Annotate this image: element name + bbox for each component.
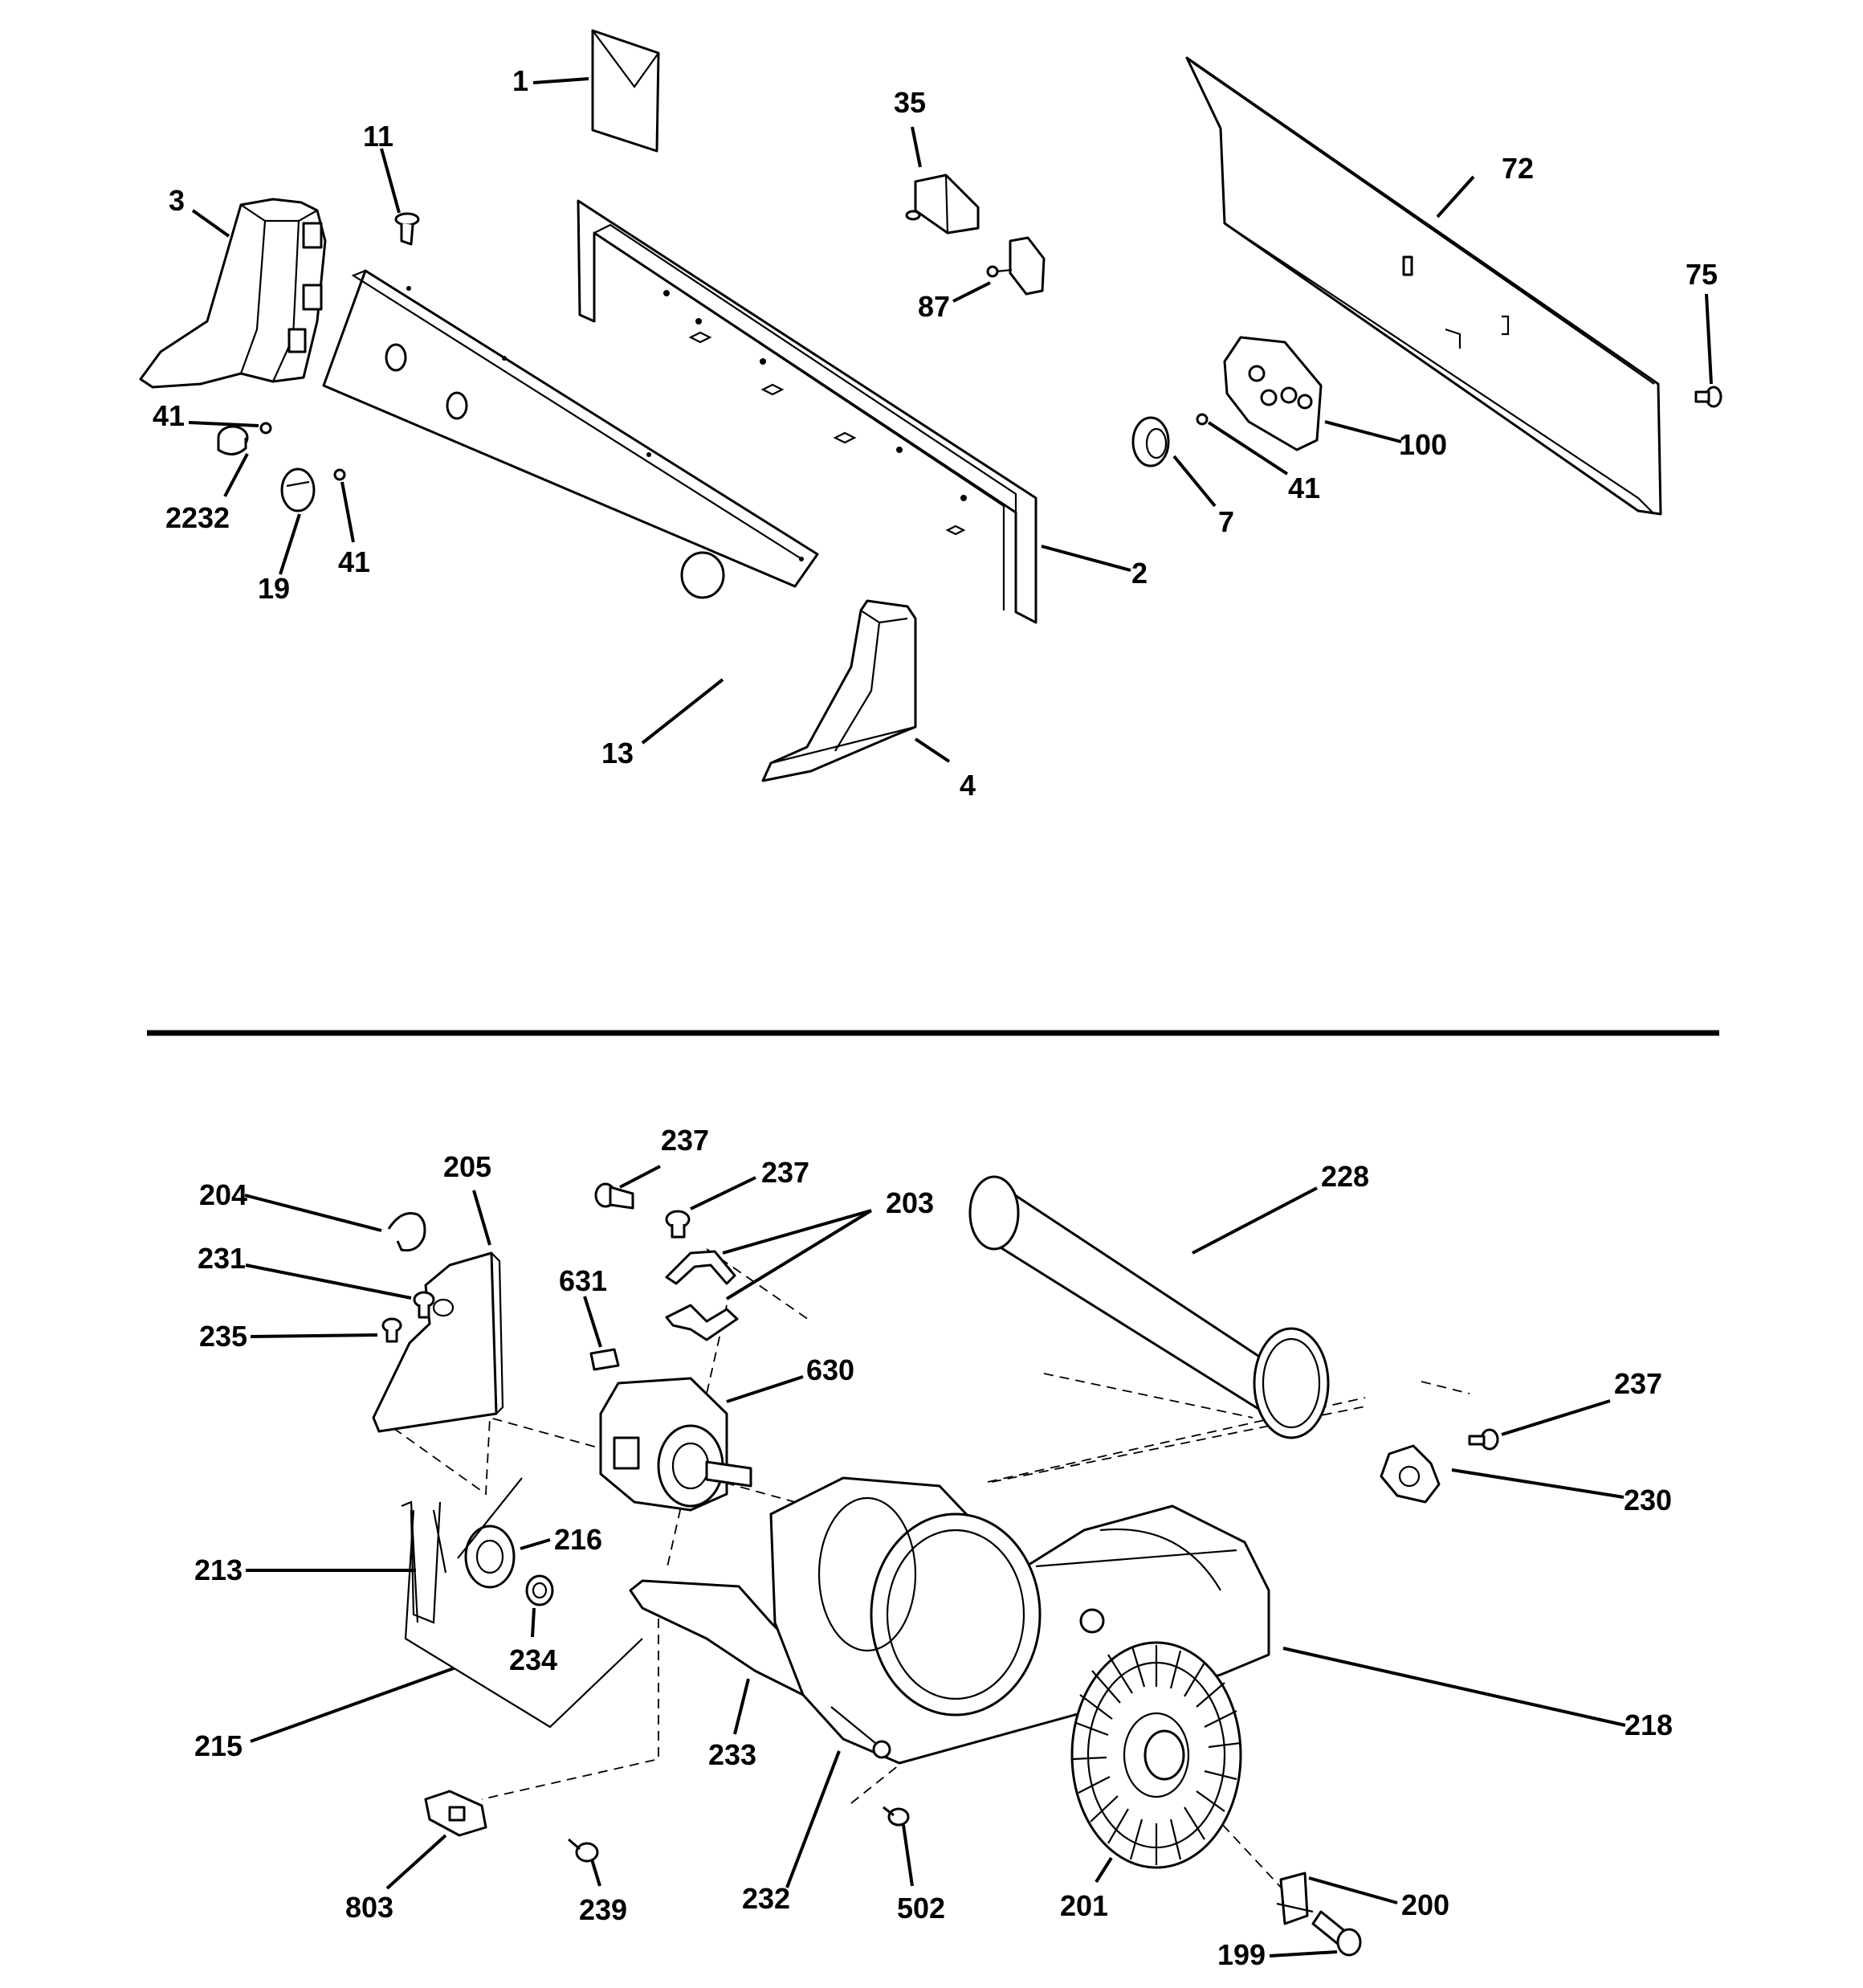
- part-screw-237b: [665, 1210, 691, 1239]
- callout-203: 203: [886, 1186, 934, 1219]
- part-washer-41b: [333, 468, 346, 481]
- callout-216: 216: [554, 1523, 602, 1556]
- callout-205: 205: [443, 1150, 491, 1183]
- part-screw-231: [413, 1291, 435, 1319]
- callout-239: 239: [579, 1893, 627, 1926]
- part-right-endcap: [761, 599, 917, 782]
- top-assembly: [139, 29, 1722, 782]
- part-screw-235: [381, 1317, 402, 1343]
- part-washer-41c: [1196, 413, 1209, 426]
- callout-803: 803: [345, 1891, 393, 1924]
- callout-87: 87: [918, 290, 950, 323]
- callout-35: 35: [894, 86, 926, 119]
- part-screw-237c: [1468, 1428, 1499, 1451]
- part-screw-502: [883, 1806, 910, 1827]
- part-envelope: [591, 29, 660, 153]
- callout-41a: 41: [153, 399, 185, 432]
- part-backsplash-frame: [577, 199, 1037, 624]
- callout-75: 75: [1686, 258, 1718, 291]
- part-screw-239: [568, 1838, 599, 1863]
- part-bracket-35: [905, 173, 980, 235]
- bottom-callout-labels: 204 205 231 235 237 237 203 631 630 228 …: [194, 1124, 1673, 1971]
- part-screw-75: [1694, 386, 1722, 408]
- part-washer-41a: [259, 422, 272, 435]
- callout-215: 215: [194, 1729, 243, 1762]
- part-631: [589, 1348, 620, 1371]
- callout-200: 200: [1401, 1888, 1449, 1921]
- callout-235: 235: [199, 1320, 247, 1353]
- callout-237b: 237: [761, 1156, 809, 1189]
- callout-630: 630: [806, 1353, 854, 1386]
- callout-41c: 41: [1288, 471, 1320, 504]
- part-switch-803: [424, 1790, 487, 1837]
- part-motor-630: [599, 1377, 752, 1512]
- callout-11: 11: [363, 120, 393, 153]
- callout-228: 228: [1321, 1160, 1369, 1193]
- callout-204: 204: [199, 1178, 247, 1211]
- callout-237c: 237: [1614, 1367, 1662, 1400]
- callout-213: 213: [194, 1553, 243, 1586]
- top-leader-lines: [188, 77, 1713, 763]
- part-switch-87: [986, 236, 1046, 296]
- callout-41b: 41: [338, 545, 370, 578]
- callout-100: 100: [1399, 428, 1447, 461]
- part-timer-100: [1223, 336, 1323, 451]
- part-bolt-232: [830, 1706, 891, 1759]
- part-screw-11: [394, 212, 420, 246]
- part-knob-2232: [217, 425, 249, 455]
- part-pulley-216: [457, 1477, 523, 1589]
- bottom-assembly: [372, 1175, 1499, 1957]
- callout-231: 231: [198, 1242, 246, 1275]
- part-left-endcap: [139, 198, 327, 389]
- part-clip-200: [1276, 1872, 1314, 1925]
- callout-7: 7: [1218, 505, 1234, 538]
- part-rear-panel: [1185, 56, 1662, 516]
- callout-230: 230: [1624, 1484, 1672, 1517]
- callout-2232: 2232: [165, 501, 230, 534]
- part-bracket-230: [1380, 1444, 1441, 1504]
- callout-2: 2: [1131, 557, 1148, 590]
- callout-4: 4: [960, 769, 976, 802]
- part-belt-215: [404, 1509, 643, 1729]
- callout-19: 19: [258, 572, 290, 605]
- callout-502: 502: [897, 1892, 945, 1925]
- part-wheel-201: [1070, 1641, 1242, 1869]
- part-knob-7: [1131, 416, 1170, 467]
- part-pulley-234: [525, 1574, 554, 1606]
- top-callout-labels: 1 11 3 41 2232 19 41 13 35 87 2 4 72 75 …: [153, 64, 1718, 802]
- callout-72: 72: [1502, 152, 1534, 185]
- part-duct-228: [968, 1175, 1330, 1439]
- callout-3: 3: [169, 184, 185, 217]
- callout-233: 233: [708, 1738, 756, 1771]
- callout-232: 232: [742, 1882, 790, 1915]
- callout-201: 201: [1060, 1889, 1108, 1922]
- callout-13: 13: [601, 737, 634, 769]
- callout-234: 234: [509, 1643, 557, 1676]
- callout-1: 1: [512, 64, 528, 97]
- part-idler-213: [401, 1500, 447, 1624]
- part-clip-204: [387, 1212, 426, 1252]
- part-front-panel: [322, 269, 819, 599]
- callout-631: 631: [559, 1264, 607, 1297]
- part-knob-19: [280, 467, 316, 512]
- callout-237a: 237: [661, 1124, 709, 1157]
- part-bolt-199: [1311, 1910, 1362, 1957]
- bottom-leader-lines: [244, 1165, 1626, 1957]
- callout-218: 218: [1625, 1708, 1673, 1741]
- part-bolt-237a: [594, 1182, 634, 1210]
- part-strap-203: [665, 1250, 739, 1341]
- callout-199: 199: [1217, 1938, 1266, 1971]
